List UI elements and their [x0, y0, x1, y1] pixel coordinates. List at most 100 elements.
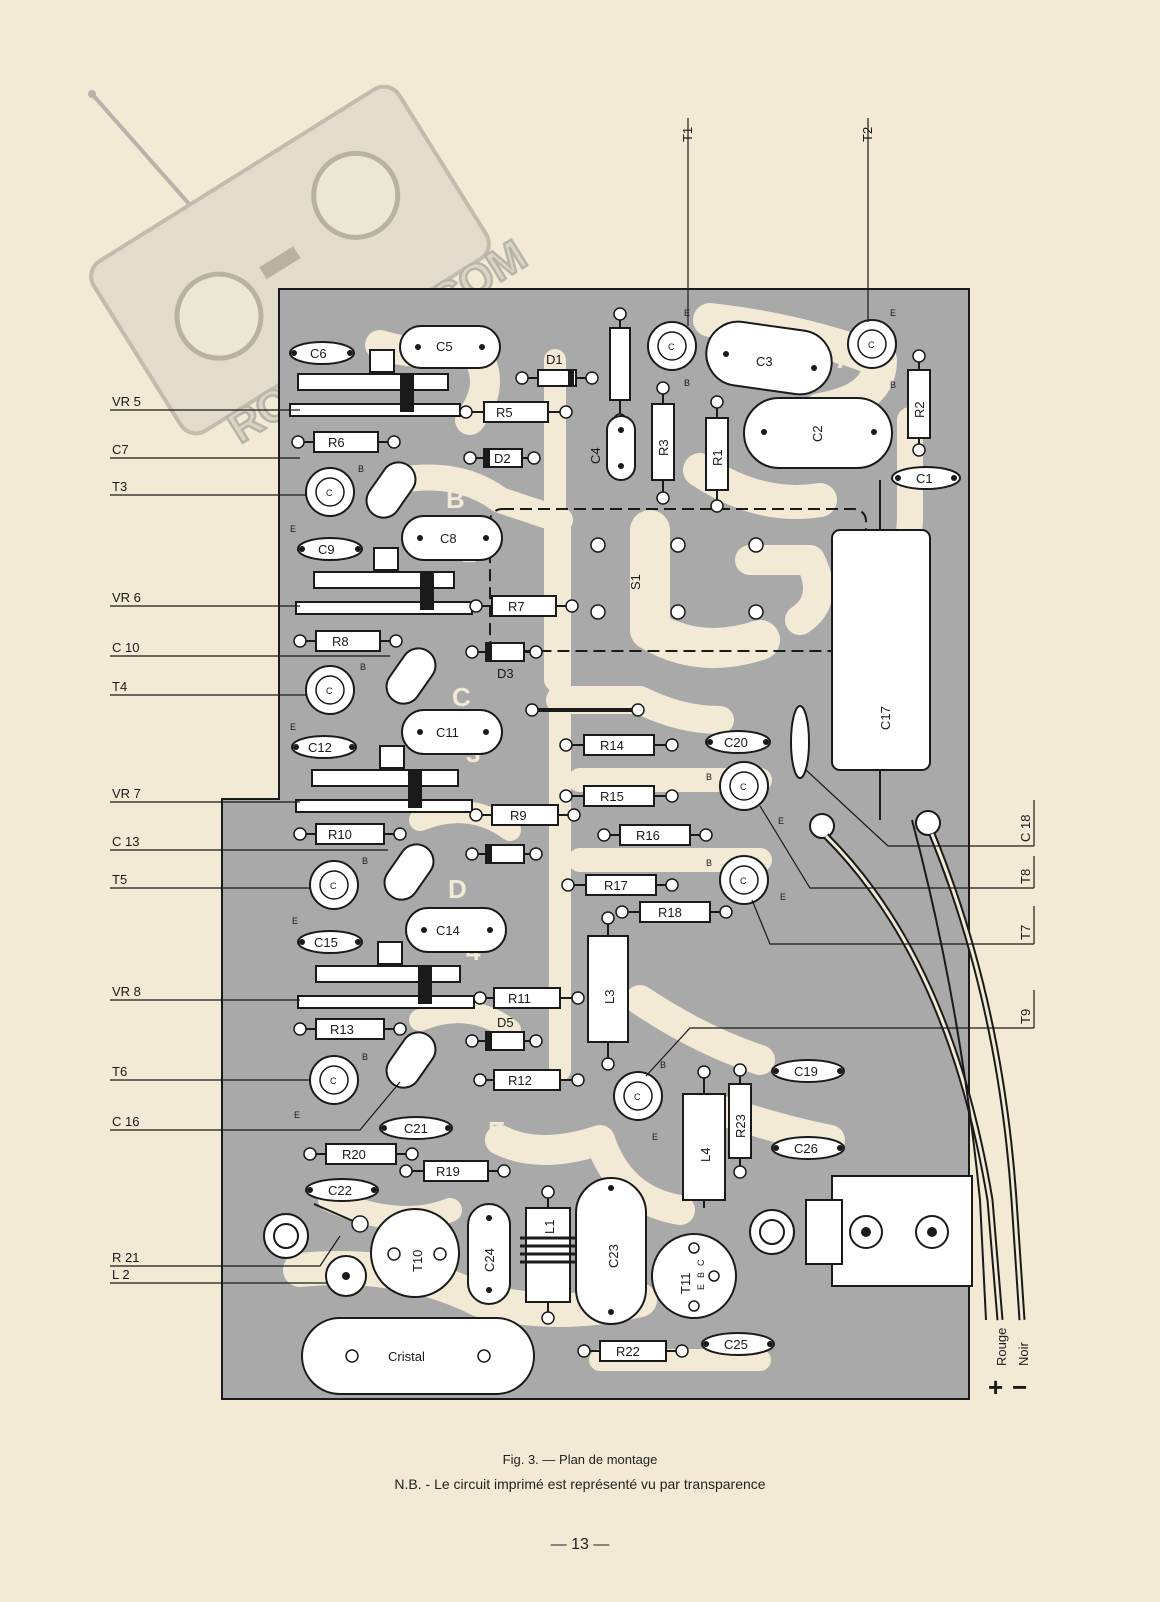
diode-d4: [465, 844, 543, 864]
resistor-r20: R20: [303, 1143, 419, 1165]
label-r17: R17: [604, 878, 628, 893]
transistor-t3: CBE: [290, 464, 364, 534]
label-t4: T4: [112, 679, 127, 694]
label-c19: C19: [794, 1064, 818, 1079]
label-c10: C 10: [112, 640, 139, 655]
label-c1: C1: [916, 471, 933, 486]
label-t7: T7: [1018, 925, 1033, 940]
resistor-r12: R12: [473, 1069, 585, 1091]
label-noir: Noir: [1016, 1341, 1031, 1366]
capacitor-c9: C9: [297, 537, 363, 561]
label-r9: R9: [510, 808, 527, 823]
pin-t5-e: E: [292, 916, 298, 926]
label-r14: R14: [600, 738, 624, 753]
transistor-t6: CBE: [294, 1052, 368, 1120]
pin-t3-c: C: [326, 488, 333, 498]
label-minus: −: [1012, 1372, 1027, 1402]
trimmer-r21: [263, 1203, 369, 1259]
label-c23: C23: [606, 1244, 621, 1268]
coil-l2: [325, 1255, 367, 1297]
label-r3: R3: [656, 439, 671, 456]
label-c4: C4: [588, 447, 603, 464]
label-d3: D3: [497, 666, 514, 681]
label-d5: D5: [497, 1015, 514, 1030]
capacitor-c4: C4: [588, 415, 636, 481]
resistor-r5: R5: [459, 401, 573, 423]
resistor-r7: R7: [469, 595, 579, 617]
label-c13: C 13: [112, 834, 139, 849]
antenna-connector: [749, 1175, 973, 1287]
trimmer-vr5: [289, 349, 461, 417]
label-vr8: VR 8: [112, 984, 141, 999]
resistor-r23: R23: [728, 1063, 752, 1179]
label-d2: D2: [494, 451, 511, 466]
label-r22: R22: [616, 1344, 640, 1359]
label-t1: T1: [680, 127, 695, 142]
pin-t4-b: B: [360, 662, 366, 672]
label-c11: C11: [436, 725, 459, 740]
pin-t9-b: B: [660, 1060, 666, 1070]
resistor-r13: R13: [293, 1018, 407, 1040]
pin-t7-e: E: [778, 816, 784, 826]
resistor-r9: R9: [469, 804, 581, 826]
label-s1: S1: [628, 574, 643, 590]
label-c2: C2: [810, 425, 825, 442]
zone-d: D: [448, 874, 467, 904]
label-r1: R1: [710, 449, 725, 466]
crystal: Cristal: [301, 1317, 535, 1395]
pin-t5-c: C: [330, 881, 337, 891]
pin-t2-c: C: [868, 340, 875, 350]
label-c15: C15: [314, 935, 338, 950]
inductors: L3 L4 L1: [520, 911, 726, 1325]
transistor-t7: CBE: [706, 761, 784, 826]
label-t5: T5: [112, 872, 127, 887]
resistor-r10: R10: [293, 823, 407, 845]
capacitor-c23: C23: [575, 1177, 647, 1325]
capacitor-c12: C12: [291, 735, 357, 759]
zone-e: E: [488, 1116, 505, 1146]
resistor-r16: R16: [597, 824, 713, 846]
label-r19: R19: [436, 1164, 460, 1179]
resistor-r2: R2: [907, 349, 931, 457]
pin-t7-b: B: [706, 772, 712, 782]
label-c6: C6: [310, 346, 327, 361]
top-callouts: [687, 118, 869, 326]
label-c8: C8: [440, 531, 457, 546]
label-t6: T6: [112, 1064, 127, 1079]
pin-t2-e: E: [890, 308, 896, 318]
label-r5: R5: [496, 405, 513, 420]
capacitor-c14: C14: [405, 907, 507, 953]
label-l2: L 2: [112, 1267, 130, 1282]
pin-t11-e: E: [696, 1284, 706, 1290]
transistor-t1: CEB: [647, 308, 697, 388]
resistor-r11: R11: [473, 987, 585, 1009]
pin-t8-c: C: [740, 876, 747, 886]
pin-t2-b: B: [890, 380, 896, 390]
pin-t9-c: C: [634, 1092, 641, 1102]
label-r21: R 21: [112, 1250, 139, 1265]
page-number: — 13 —: [550, 1536, 610, 1553]
pin-t4-c: C: [326, 686, 333, 696]
label-t3: T3: [112, 479, 127, 494]
transistor-t8: CBE: [706, 855, 786, 905]
label-c3: C3: [756, 354, 773, 369]
label-t2: T2: [860, 127, 875, 142]
label-t11: T11: [678, 1273, 693, 1294]
label-c16: C 16: [112, 1114, 139, 1129]
pin-t8-e: E: [780, 892, 786, 902]
capacitor-c19: C19: [771, 1059, 845, 1083]
label-r11: R11: [508, 991, 531, 1006]
label-t9: T9: [1018, 1009, 1033, 1024]
transistor-t9: CBE: [613, 1060, 666, 1142]
capacitor-c5: C5: [399, 325, 501, 369]
resistor-r15: R15: [559, 785, 679, 807]
resistor-r22: R22: [577, 1340, 689, 1362]
trimmer-vr8: [297, 941, 475, 1009]
label-vr6: VR 6: [112, 590, 141, 605]
capacitor-oval-c10: [385, 647, 437, 705]
resistor-r14: R14: [559, 734, 679, 756]
zone-b: B: [446, 484, 465, 514]
label-rouge: Rouge: [994, 1328, 1009, 1366]
